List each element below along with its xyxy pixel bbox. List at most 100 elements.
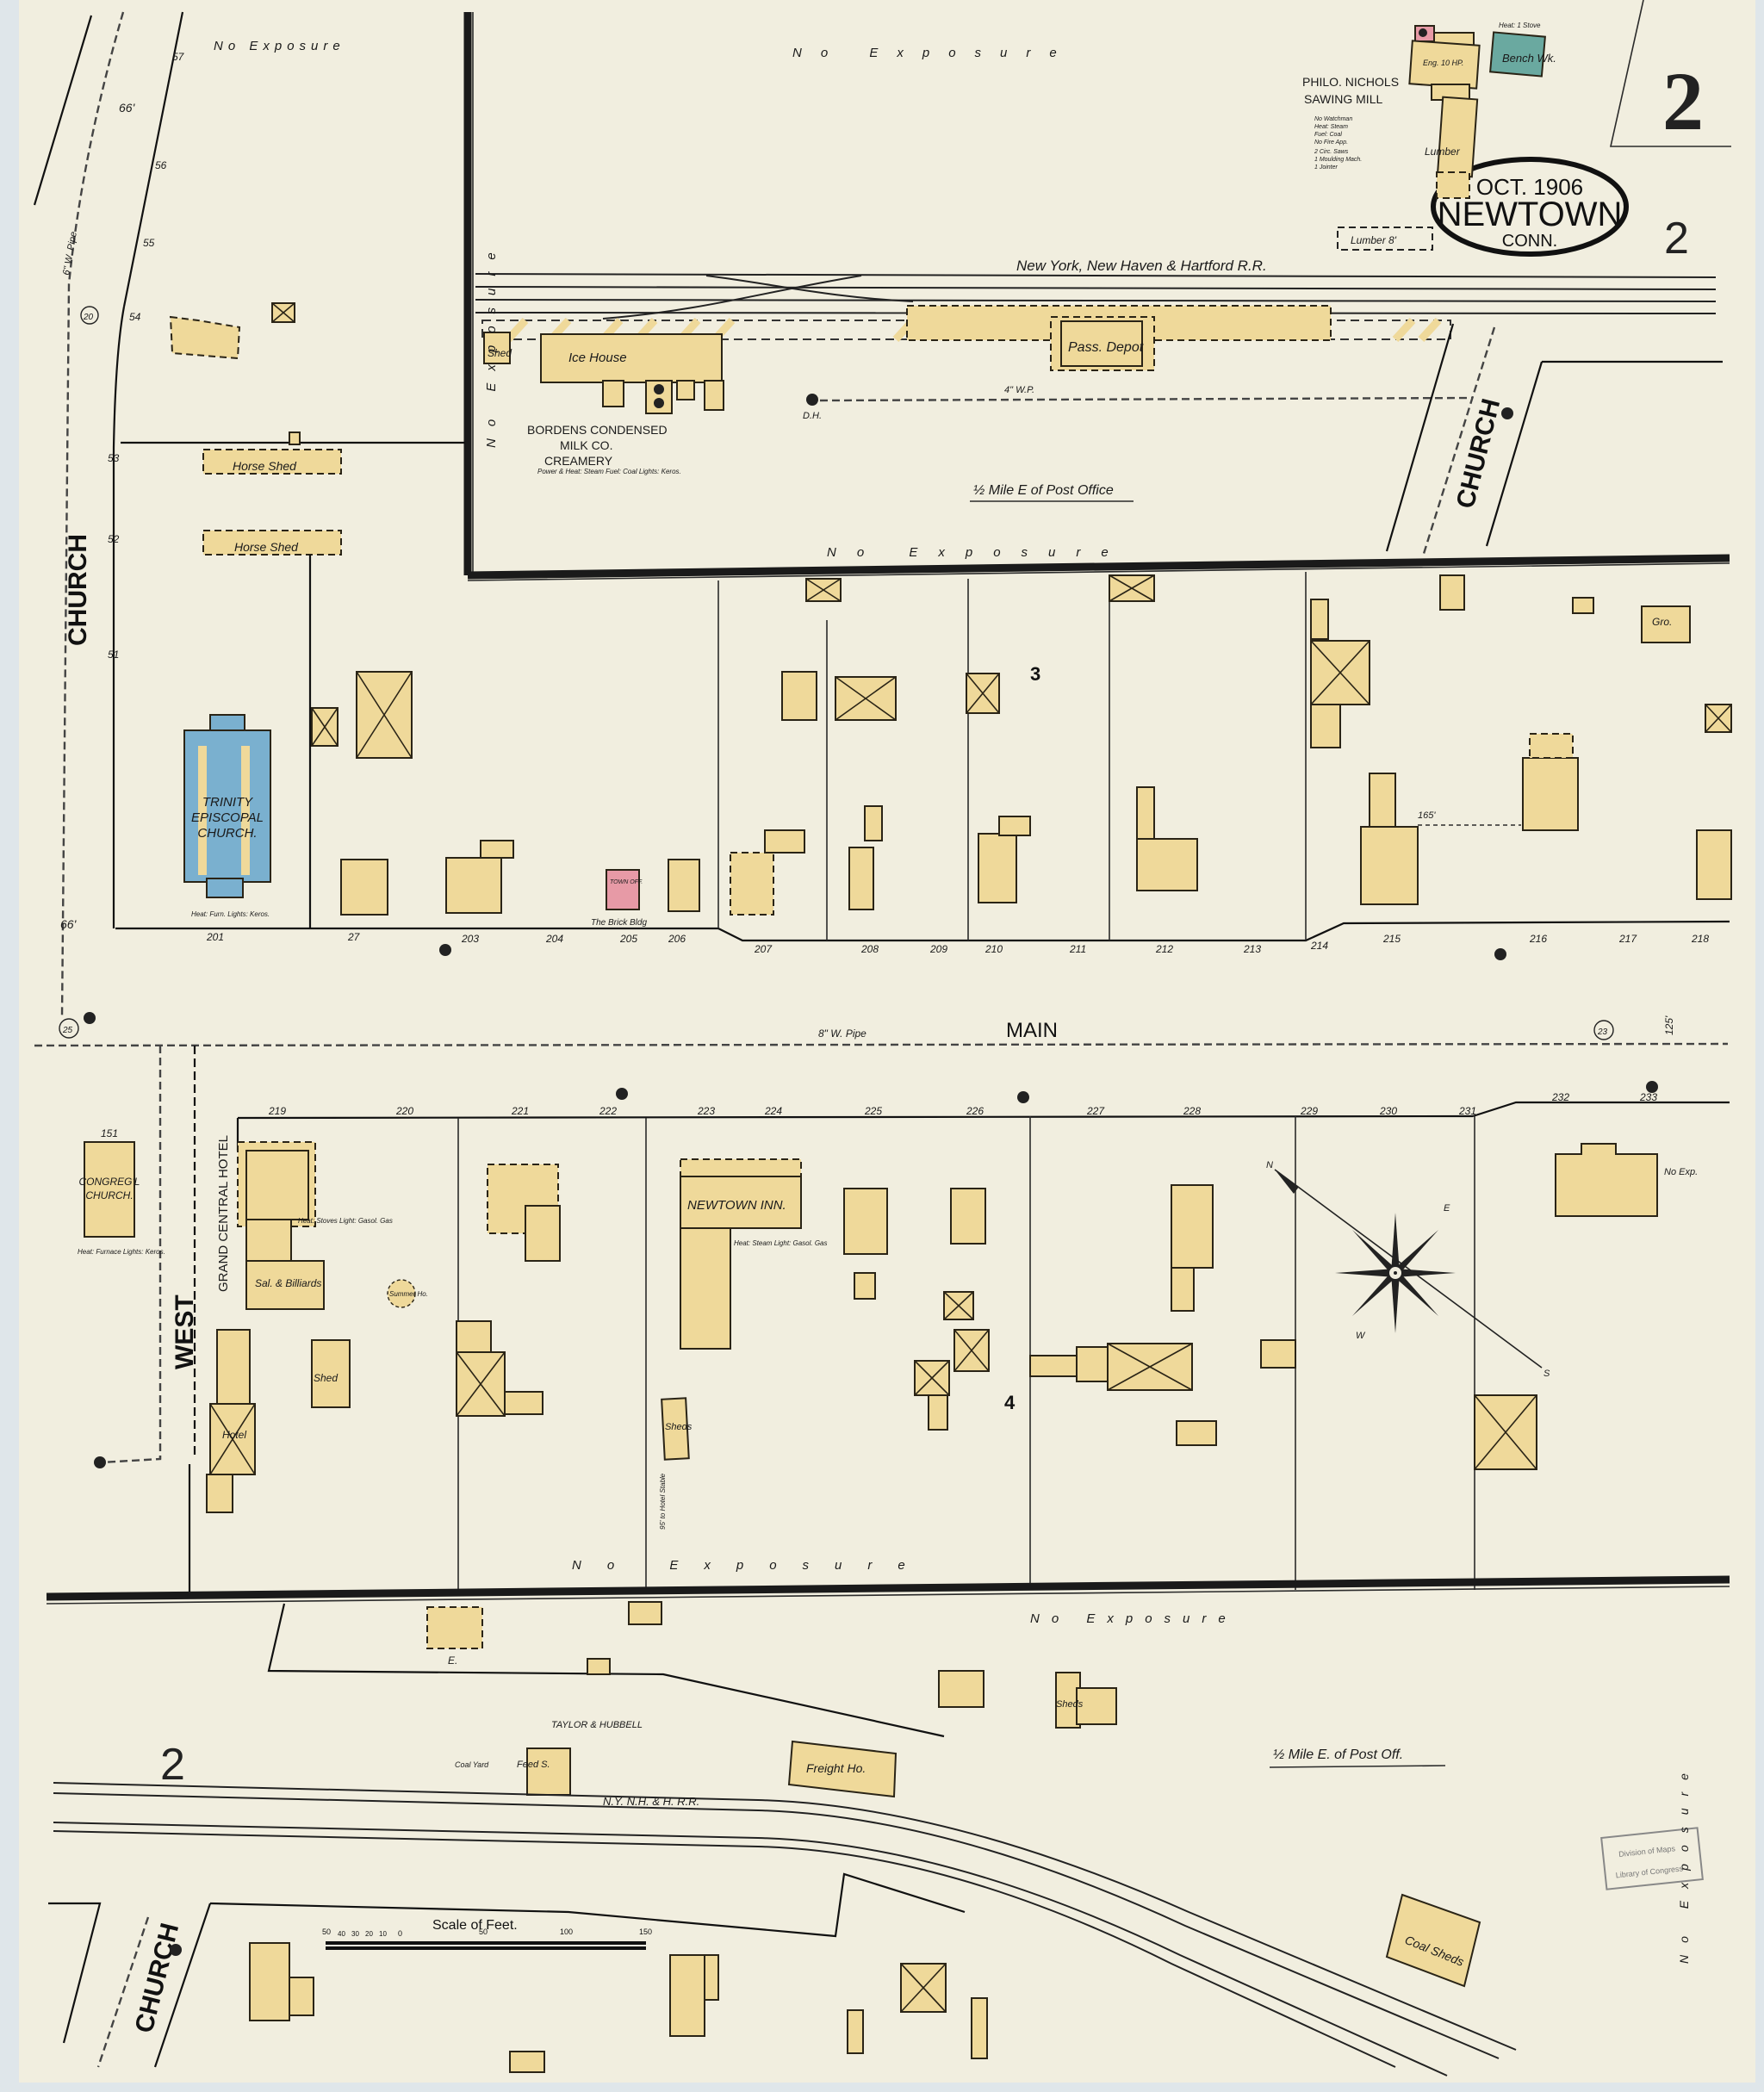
svg-text:66': 66' <box>60 917 78 931</box>
svg-text:66': 66' <box>119 101 136 115</box>
svg-text:8" W. Pipe: 8" W. Pipe <box>818 1027 866 1040</box>
town-name: NEWTOWN <box>1438 196 1623 233</box>
upper-west-lots: Horse Shed Horse Shed <box>121 302 465 928</box>
svg-text:215: 215 <box>1382 933 1401 945</box>
railroad-block-frame <box>463 12 1730 581</box>
svg-text:54: 54 <box>129 311 141 323</box>
svg-text:50: 50 <box>479 1927 488 1936</box>
svg-text:20: 20 <box>365 1930 373 1938</box>
svg-text:229: 229 <box>1300 1105 1318 1117</box>
svg-text:233: 233 <box>1639 1091 1657 1103</box>
svg-text:Heat: 1 Stove: Heat: 1 Stove <box>1499 22 1541 29</box>
svg-text:221: 221 <box>511 1105 529 1117</box>
street-label-church-east: CHURCH <box>1451 396 1506 512</box>
sheet-number-corner: 2 <box>1610 0 1731 147</box>
scale-bar: Scale of Feet. 50 40 30 20 10 0 50 100 1… <box>322 1918 652 1950</box>
svg-text:6" W. Pipe: 6" W. Pipe <box>61 231 79 276</box>
freight-house-label: Freight Ho. <box>806 1761 866 1775</box>
street-label-church-south: CHURCH <box>130 1921 184 2036</box>
svg-text:95' to Hotel Stable: 95' to Hotel Stable <box>659 1473 667 1530</box>
passenger-depot: Pass. Depot <box>1050 316 1155 371</box>
railroad-north-label: New York, New Haven & Hartford R.R. <box>1016 258 1267 274</box>
svg-text:Feed S.: Feed S. <box>517 1760 550 1770</box>
svg-text:Heat: Furnace Lights: Keros.: Heat: Furnace Lights: Keros. <box>78 1248 165 1256</box>
block-4-buildings: Sal. & Billiards GRAND CENTRAL HOTEL Hea… <box>206 1135 1698 1513</box>
svg-text:227: 227 <box>1086 1105 1105 1117</box>
svg-text:27: 27 <box>347 931 361 943</box>
svg-text:Scale of Feet.: Scale of Feet. <box>432 1918 518 1933</box>
svg-text:4" W.P.: 4" W.P. <box>1004 385 1034 395</box>
depot-label: Pass. Depot <box>1068 340 1144 355</box>
svg-text:56: 56 <box>155 159 167 171</box>
svg-text:53: 53 <box>108 452 120 464</box>
svg-text:23: 23 <box>1597 1027 1608 1037</box>
sawing-mill: Bench Wk. Heat: 1 Stove Eng. 10 HP. Lumb… <box>1302 22 1556 251</box>
svg-text:225: 225 <box>864 1105 882 1117</box>
ice-house-label: Ice House <box>568 351 627 365</box>
svg-text:0: 0 <box>398 1929 402 1938</box>
svg-text:201: 201 <box>206 931 224 943</box>
svg-text:220: 220 <box>395 1105 413 1117</box>
church-st-numbers: 51 52 53 54 55 56 57 <box>108 51 185 661</box>
svg-text:165': 165' <box>1418 810 1436 821</box>
svg-text:213: 213 <box>1243 943 1261 955</box>
newtown-inn-label: NEWTOWN INN. <box>687 1198 786 1213</box>
block-number-3: 3 <box>1030 663 1040 685</box>
west-street: WEST <box>94 1046 199 1597</box>
distance-note-south: ½ Mile E. of Post Off. <box>1273 1747 1403 1762</box>
svg-text:216: 216 <box>1529 933 1547 945</box>
svg-text:230: 230 <box>1379 1105 1397 1117</box>
title-cartouche: OCT. 1906 NEWTOWN CONN. <box>1431 157 1629 257</box>
water-pipe-depot: D.H. 4" W.P. <box>803 385 1474 421</box>
svg-text:51: 51 <box>108 649 119 661</box>
svg-text:D.H.: D.H. <box>803 411 822 421</box>
svg-text:Lumber 8': Lumber 8' <box>1351 234 1397 246</box>
main-street: MAIN 8" W. Pipe 25 23 125' <box>34 944 1729 1103</box>
street-label-church-west: CHURCH <box>64 534 92 646</box>
svg-text:30: 30 <box>351 1930 359 1938</box>
svg-text:No Exposure: No Exposure <box>572 1558 931 1573</box>
svg-text:Sal. & Billiards: Sal. & Billiards <box>255 1277 321 1289</box>
sawing-mill-notes: No Watchman Heat: Steam Fuel: Coal No Fi… <box>1314 116 1363 171</box>
svg-text:208: 208 <box>860 943 879 955</box>
svg-text:210: 210 <box>984 943 1003 955</box>
distance-note-north: ½ Mile E of Post Office <box>973 483 1114 498</box>
svg-text:No Exposure: No Exposure <box>484 240 499 448</box>
svg-text:Lumber: Lumber <box>1425 146 1461 158</box>
svg-text:25: 25 <box>62 1026 73 1035</box>
svg-text:Shed: Shed <box>488 347 512 359</box>
church-street-south: CHURCH <box>48 1872 988 2073</box>
svg-text:Heat: Steam Light: Gasol. Gas: Heat: Steam Light: Gasol. Gas <box>734 1239 828 1247</box>
svg-text:Shed: Shed <box>314 1372 338 1384</box>
svg-text:Sheds: Sheds <box>665 1422 693 1432</box>
svg-text:Heat: Furn. Lights: Keros.: Heat: Furn. Lights: Keros. <box>191 910 270 918</box>
svg-text:50: 50 <box>322 1927 331 1936</box>
svg-text:S: S <box>1544 1369 1550 1379</box>
svg-text:214: 214 <box>1310 940 1328 952</box>
svg-text:The Brick Bldg: The Brick Bldg <box>591 918 647 928</box>
svg-text:222: 222 <box>599 1105 617 1117</box>
svg-text:TOWN OFF.: TOWN OFF. <box>610 879 643 885</box>
svg-text:N: N <box>1266 1160 1273 1170</box>
svg-text:223: 223 <box>697 1105 715 1117</box>
svg-text:206: 206 <box>668 933 686 945</box>
svg-text:205: 205 <box>619 933 637 945</box>
svg-text:40: 40 <box>338 1930 345 1938</box>
svg-text:Coal Yard: Coal Yard <box>455 1760 489 1769</box>
state-name: CONN. <box>1502 232 1557 251</box>
compass-rose: N E S W <box>1266 1160 1550 1379</box>
svg-text:207: 207 <box>754 943 773 955</box>
railroad-south-label: N.Y. N.H. & H. R.R. <box>603 1795 699 1808</box>
svg-text:212: 212 <box>1155 943 1173 955</box>
svg-text:Sheds: Sheds <box>1056 1699 1084 1710</box>
svg-text:226: 226 <box>966 1105 984 1117</box>
svg-text:Horse Shed: Horse Shed <box>233 459 297 473</box>
svg-text:Library of Congress: Library of Congress <box>1615 1864 1684 1879</box>
